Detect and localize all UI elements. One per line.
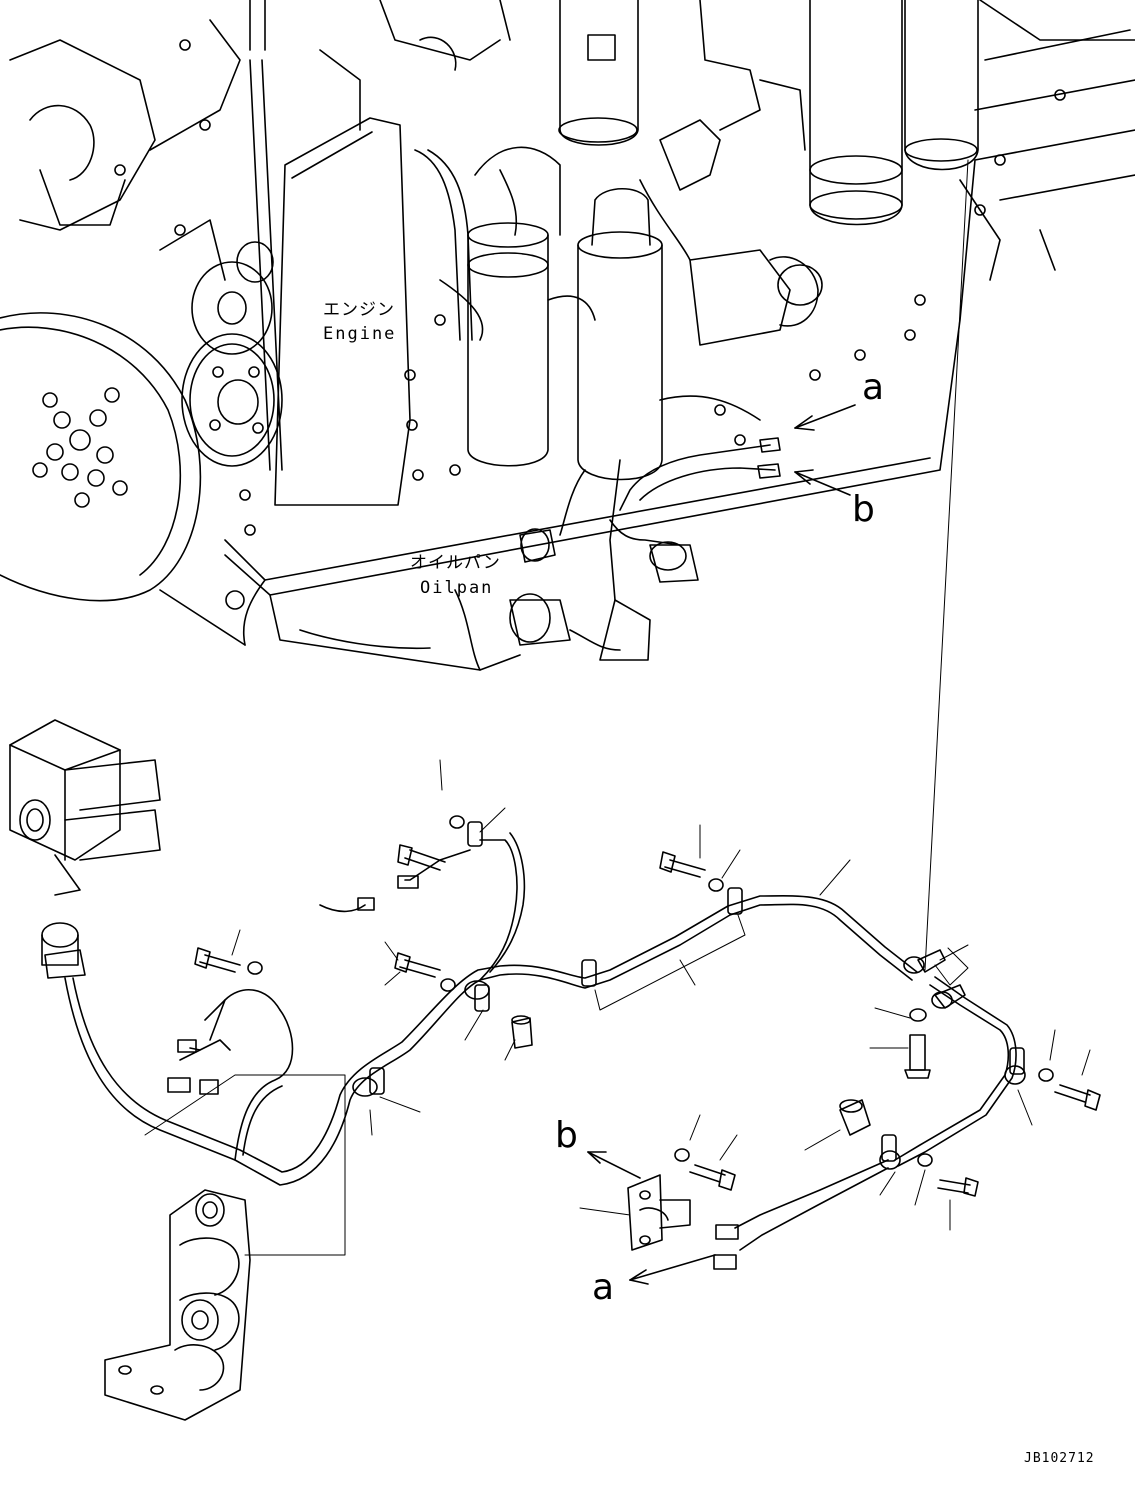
callout-a-bottom: a: [592, 1267, 615, 1308]
oilpan-label-en: Oilpan: [420, 578, 494, 598]
leader-lines: [232, 760, 1090, 1230]
engine-harness-top: [510, 438, 780, 660]
bolts-washers: [195, 816, 1100, 1196]
spacers: [512, 1016, 870, 1135]
block-bolts: [115, 40, 1065, 609]
callout-b-top: b: [852, 489, 875, 530]
harness-exploded-view: [10, 720, 1100, 1420]
fuel-filter-left: [468, 147, 560, 465]
oil-filter-right: [810, 0, 902, 225]
clamps: [353, 822, 1025, 1169]
callout-arrows-upper: [795, 405, 855, 495]
crank-pulley: [182, 334, 282, 466]
flywheel-bolt-cluster: [33, 388, 127, 507]
oilpan-label-jp: オイルパン: [410, 553, 501, 573]
idler-pulley: [192, 242, 273, 354]
engine-label-en: Engine: [323, 324, 397, 344]
main-harness: [65, 833, 1016, 1250]
filter-far-right: [905, 0, 978, 170]
guide-line: [925, 160, 968, 970]
bracket: [628, 1175, 690, 1250]
controller-box: [10, 720, 160, 895]
engine-assembly: [0, 0, 1135, 670]
oil-filter-top: [559, 0, 638, 145]
mount-detail: [105, 1190, 250, 1420]
callout-arrows-lower: [588, 1152, 715, 1284]
callout-a-top: a: [862, 367, 885, 408]
callout-b-bottom: b: [555, 1115, 578, 1156]
fuel-filter-center: [578, 189, 662, 480]
document-id: JB102712: [1024, 1451, 1095, 1466]
engine-label-jp: エンジン: [323, 300, 395, 320]
